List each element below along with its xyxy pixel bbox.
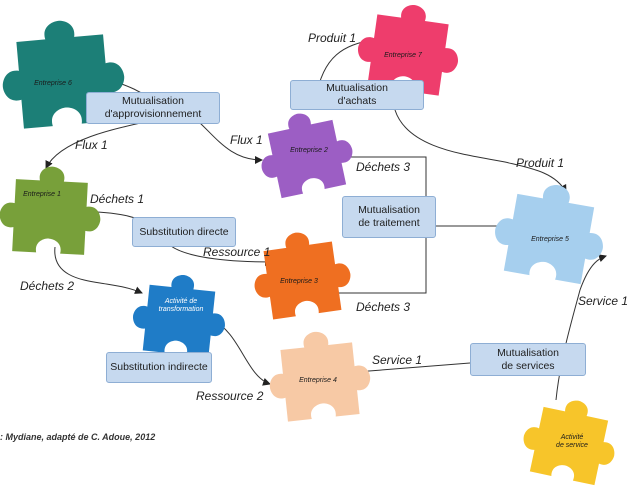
piece-label-entreprise-3: Entreprise 3	[280, 278, 318, 285]
label-produit-top: Produit 1	[308, 31, 357, 45]
label-ressource2: Ressource 2	[196, 389, 264, 403]
label-ressource1: Ressource 1	[203, 245, 271, 259]
label-dechets2: Déchets 2	[20, 279, 75, 293]
box-mutualisation-traitement: Mutualisation de traitement	[342, 196, 436, 238]
source-caption: : Mydiane, adapté de C. Adoue, 2012	[0, 432, 156, 442]
box-mutualisation-services: Mutualisation de services	[470, 343, 586, 376]
box-substitution-directe: Substitution directe	[132, 217, 236, 247]
puzzle-piece-activite-transformation	[133, 275, 225, 358]
puzzle-piece-activite-service	[523, 400, 615, 486]
label-flux-left: Flux 1	[75, 138, 108, 152]
piece-label-activite-service: Activité de service	[556, 434, 588, 449]
piece-label-entreprise-6: Entreprise 6	[34, 80, 72, 87]
puzzle-piece-entreprise-5	[495, 185, 603, 285]
piece-label-entreprise-5: Entreprise 5	[531, 236, 569, 243]
label-dechets1: Déchets 1	[90, 192, 145, 206]
piece-label-entreprise-4: Entreprise 4	[299, 377, 337, 384]
piece-label-entreprise-7: Entreprise 7	[384, 52, 422, 59]
flow-dechets3-e3-to-traitement	[330, 238, 427, 294]
piece-label-entreprise-2: Entreprise 2	[290, 147, 328, 154]
flow-dechets3-e2-to-traitement	[320, 156, 427, 203]
label-dechets3-top: Déchets 3	[356, 160, 411, 174]
piece-label-activite-transformation: Activité de transformation	[158, 298, 204, 313]
box-mutualisation-achats: Mutualisation d'achats	[290, 80, 424, 110]
label-service-mid: Service 1	[372, 353, 423, 367]
box-substitution-indirecte: Substitution indirecte	[106, 352, 212, 383]
puzzle-piece-entreprise-4	[269, 331, 371, 422]
puzzle-piece-entreprise-3	[254, 232, 351, 320]
label-flux-mid: Flux 1	[230, 133, 263, 147]
puzzle-piece-entreprise-1	[0, 166, 101, 255]
piece-label-entreprise-1: Entreprise 1	[23, 191, 61, 198]
box-mutualisation-approvisionnement: Mutualisation d'approvisionnement	[86, 92, 220, 124]
flow-produit-to-e5	[394, 109, 567, 193]
puzzle-piece-entreprise-2	[261, 113, 353, 199]
flow-flux-to-e2	[199, 122, 263, 164]
flow-service-services-to-e4	[355, 362, 471, 376]
label-service-right: Service 1	[578, 294, 628, 308]
flow-dechets2-e1-to-activite	[54, 246, 143, 294]
label-produit-right: Produit 1	[516, 156, 565, 170]
puzzle-piece-entreprise-7	[357, 4, 459, 96]
label-dechets3-bottom: Déchets 3	[356, 300, 411, 314]
